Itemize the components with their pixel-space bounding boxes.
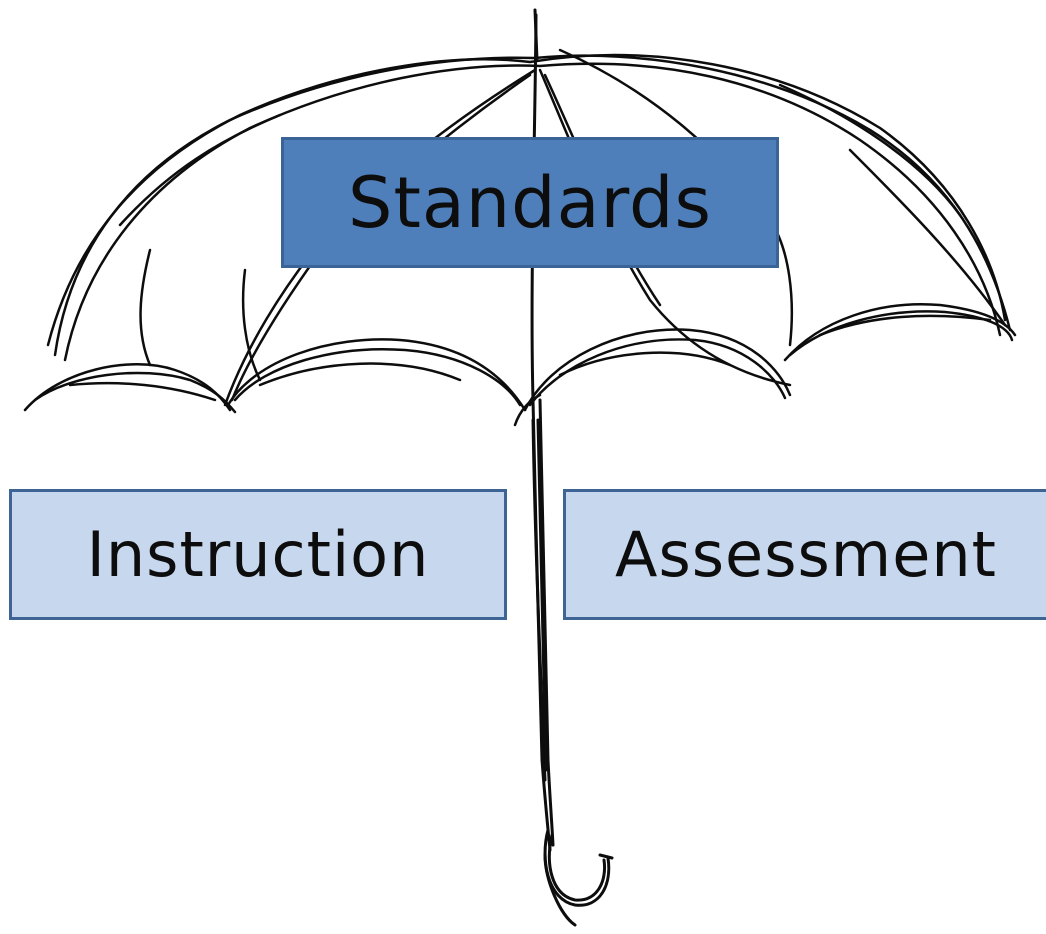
standards-box: Standards: [281, 137, 779, 268]
canopy-scallops: [23, 303, 1017, 427]
standards-label: Standards: [348, 161, 712, 244]
instruction-label: Instruction: [86, 518, 430, 591]
assessment-label: Assessment: [615, 518, 997, 591]
instruction-box: Instruction: [9, 489, 507, 620]
umbrella-handle: [543, 828, 614, 927]
assessment-box: Assessment: [563, 489, 1046, 620]
